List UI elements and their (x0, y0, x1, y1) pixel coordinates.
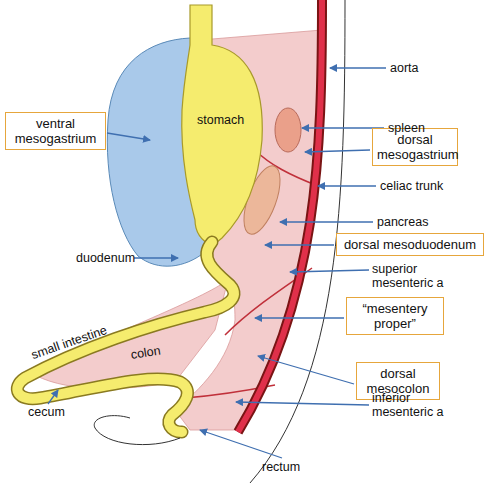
leader-line (236, 402, 369, 405)
mesentery-label-box: dorsal mesoduodenum (336, 233, 484, 256)
leader-line (258, 356, 354, 384)
box-text: dorsal mesogastrium (377, 132, 453, 162)
leader-line (107, 133, 150, 140)
part-label: celiac trunk (380, 179, 443, 193)
part-label: aorta (390, 61, 419, 75)
spleen-shape (275, 108, 301, 152)
part-label: rectum (262, 460, 300, 474)
aorta-tube (238, 0, 322, 432)
part-label: superior mesenteric a (372, 262, 452, 290)
box-text: ventral mesogastrium (10, 116, 101, 146)
part-label: inferior mesenteric a (372, 391, 452, 419)
leader-line (280, 221, 373, 222)
leader-line (200, 430, 282, 458)
leader-line (265, 244, 334, 245)
intestine-tube (17, 242, 234, 432)
box-text: dorsal mesoduodenum (341, 237, 479, 252)
mesentery-label-box: “mesentery proper” (346, 297, 444, 335)
intestine-outline (17, 242, 234, 432)
part-label: pancreas (377, 215, 428, 229)
cloaca-outline (94, 416, 180, 445)
mesentery-label-box: ventral mesogastrium (5, 112, 106, 150)
leader-line (134, 257, 178, 258)
stomach-shape (182, 5, 263, 246)
leader-line (330, 67, 386, 68)
part-label: spleen (388, 121, 425, 135)
part-label: cecum (28, 405, 65, 419)
aorta-outline (238, 0, 322, 432)
box-text: “mesentery proper” (351, 301, 439, 331)
leader-line (305, 150, 370, 152)
leader-line (290, 270, 369, 272)
leader-line (318, 185, 376, 186)
part-label: stomach (197, 113, 244, 127)
part-label: duodenum (76, 251, 135, 265)
leader-line (48, 390, 58, 404)
leader-line (255, 317, 344, 318)
